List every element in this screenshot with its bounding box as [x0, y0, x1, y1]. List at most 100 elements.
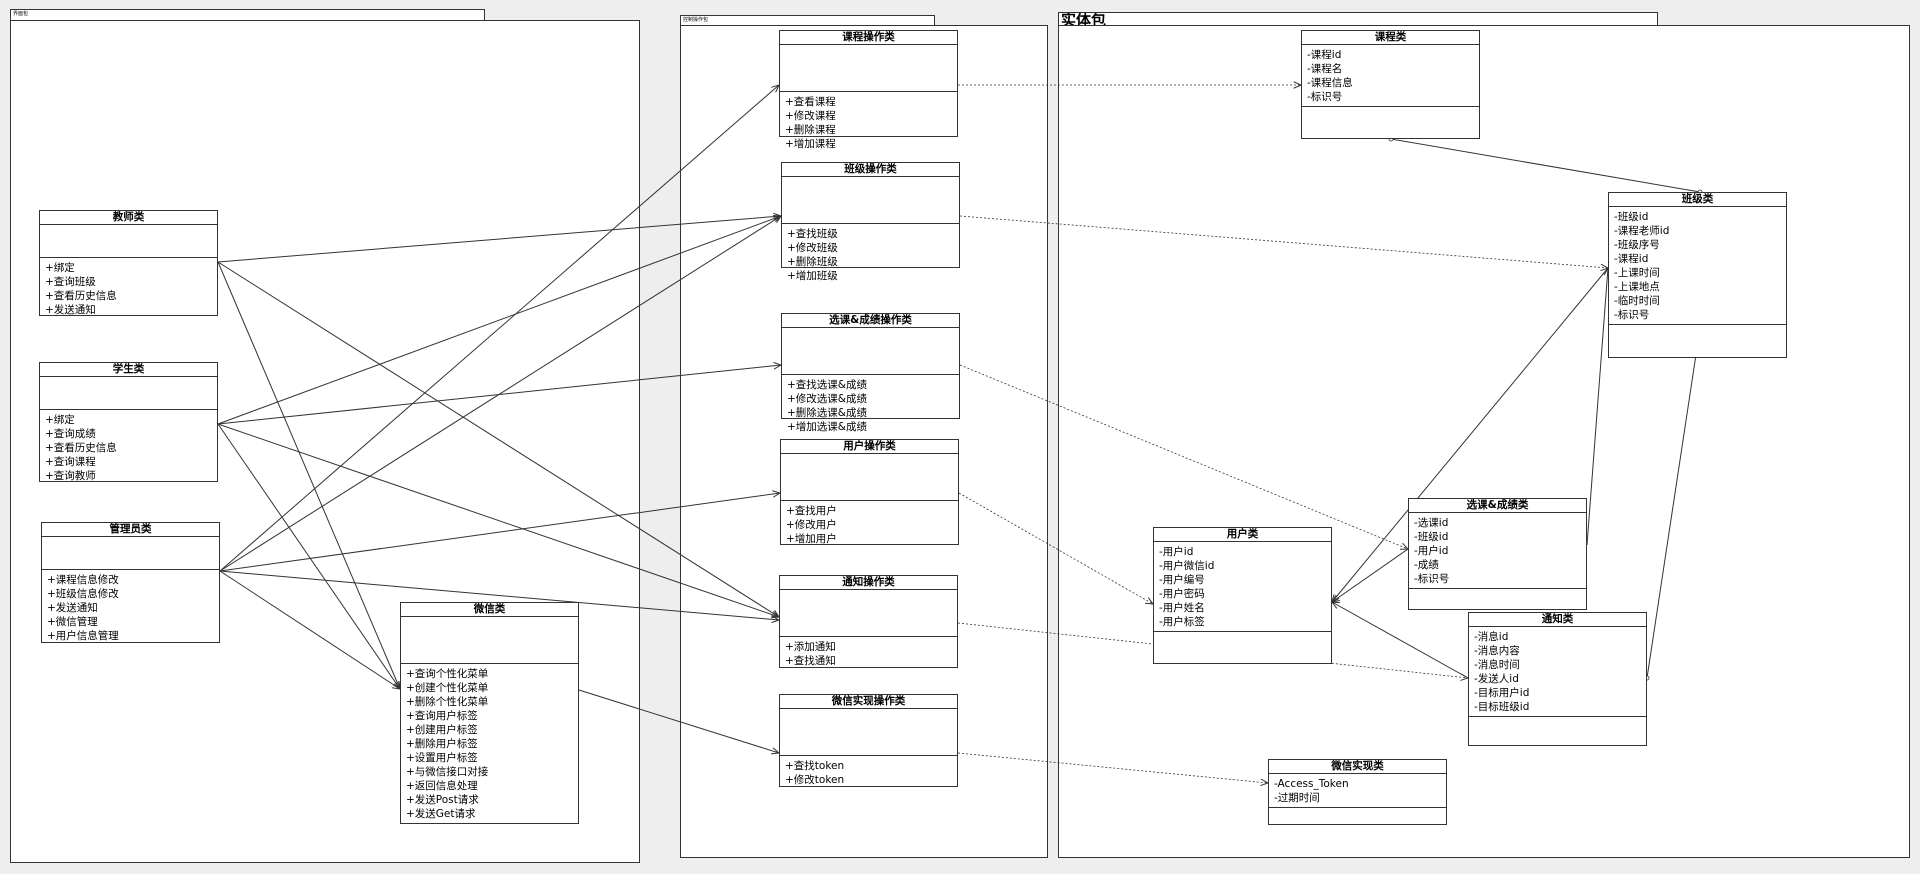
class-noticeop[interactable]: 通知操作类+添加通知+查找通知 — [779, 575, 958, 668]
class-title: 教师类 — [40, 211, 217, 225]
attribute-compartment: -选课id-班级id-用户id-成绩-标识号 — [1409, 513, 1586, 589]
attribute: -过期时间 — [1274, 792, 1320, 804]
attribute-compartment — [780, 590, 957, 637]
attribute: -班级id — [1414, 531, 1449, 543]
attribute: -用户编号 — [1159, 574, 1205, 586]
attribute-compartment — [40, 377, 217, 410]
operation: +查找选课&成绩 — [787, 379, 867, 391]
operation-compartment: +查找token+修改token — [780, 756, 957, 789]
operation: +发送通知 — [45, 304, 96, 316]
attribute: -课程老师id — [1614, 225, 1670, 237]
operation: +删除课程 — [785, 124, 836, 136]
class-title: 选课&成绩操作类 — [782, 314, 959, 328]
attribute: -上课时间 — [1614, 267, 1660, 279]
class-selection[interactable]: 选课&成绩类-选课id-班级id-用户id-成绩-标识号 — [1408, 498, 1587, 610]
attribute: -临时时间 — [1614, 295, 1660, 307]
operation-compartment: +查找班级+修改班级+删除班级+增加班级 — [782, 224, 959, 285]
operation: +发送通知 — [47, 602, 98, 614]
class-wximpl[interactable]: 微信实现类-Access_Token-过期时间 — [1268, 759, 1447, 825]
class-admin[interactable]: 管理员类+课程信息修改+班级信息修改+发送通知+微信管理+用户信息管理 — [41, 522, 220, 643]
operation-compartment: +课程信息修改+班级信息修改+发送通知+微信管理+用户信息管理 — [42, 570, 219, 645]
attribute-compartment: -Access_Token-过期时间 — [1269, 774, 1446, 808]
class-selop[interactable]: 选课&成绩操作类+查找选课&成绩+修改选课&成绩+删除选课&成绩+增加选课&成绩 — [781, 313, 960, 433]
class-title: 课程操作类 — [780, 31, 957, 45]
operation: +修改选课&成绩 — [787, 393, 867, 405]
operation: +用户信息管理 — [47, 630, 119, 642]
operation: +查看历史信息 — [45, 290, 117, 302]
operation: +添加通知 — [785, 641, 836, 653]
operation-compartment — [1409, 589, 1586, 609]
operation-compartment — [1469, 717, 1646, 737]
attribute: -课程名 — [1307, 63, 1343, 75]
attribute: -用户密码 — [1159, 588, 1205, 600]
class-title: 用户操作类 — [781, 440, 958, 454]
operation: +删除班级 — [787, 256, 838, 268]
operation: +查询课程 — [45, 456, 96, 468]
operation: +创建用户标签 — [406, 724, 478, 736]
attribute: -用户标签 — [1159, 616, 1205, 628]
operation: +查看历史信息 — [45, 442, 117, 454]
operation: +修改用户 — [786, 519, 837, 531]
attribute-compartment: -消息id-消息内容-消息时间-发送人id-目标用户id-目标班级id — [1469, 627, 1646, 717]
attribute: -课程id — [1307, 49, 1342, 61]
operation: +绑定 — [45, 414, 75, 426]
class-notice[interactable]: 通知类-消息id-消息内容-消息时间-发送人id-目标用户id-目标班级id — [1468, 612, 1647, 746]
package-ctl-tab: 控制操作包 — [680, 15, 935, 26]
operation: +查询用户标签 — [406, 710, 478, 722]
class-title: 学生类 — [40, 363, 217, 377]
class-clazz[interactable]: 班级类-班级id-课程老师id-班级序号-课程id-上课时间-上课地点-临时时间… — [1608, 192, 1787, 358]
operation: +发送Post请求 — [406, 794, 479, 806]
class-title: 通知操作类 — [780, 576, 957, 590]
attribute-compartment: -班级id-课程老师id-班级序号-课程id-上课时间-上课地点-临时时间-标识… — [1609, 207, 1786, 325]
operation: +绑定 — [45, 262, 75, 274]
operation-compartment — [1609, 325, 1786, 345]
class-title: 班级操作类 — [782, 163, 959, 177]
attribute-compartment — [40, 225, 217, 258]
operation-compartment: +查找选课&成绩+修改选课&成绩+删除选课&成绩+增加选课&成绩 — [782, 375, 959, 436]
operation: +查询成绩 — [45, 428, 96, 440]
class-teacher[interactable]: 教师类 +绑定 +查询班级 +查看历史信息 +发送通知 — [39, 210, 218, 316]
class-course[interactable]: 课程类-课程id-课程名-课程信息-标识号 — [1301, 30, 1480, 139]
operation: +查看课程 — [785, 96, 836, 108]
class-classop[interactable]: 班级操作类 +查找班级+修改班级+删除班级+增加班级 — [781, 162, 960, 282]
attribute-compartment: -用户id-用户微信id-用户编号-用户密码-用户姓名-用户标签 — [1154, 542, 1331, 632]
class-wxop[interactable]: 微信实现操作类+查找token+修改token — [779, 694, 958, 787]
operation: +创建个性化菜单 — [406, 682, 489, 694]
attribute: -目标班级id — [1474, 701, 1530, 713]
attribute: -消息时间 — [1474, 659, 1520, 671]
operation: +修改token — [785, 774, 845, 786]
class-title: 通知类 — [1469, 613, 1646, 627]
class-title: 课程类 — [1302, 31, 1479, 45]
attribute: -标识号 — [1614, 309, 1650, 321]
class-title: 班级类 — [1609, 193, 1786, 207]
attribute-compartment — [42, 537, 219, 570]
operation: +班级信息修改 — [47, 588, 119, 600]
operation: +查找用户 — [786, 505, 837, 517]
operation: +删除个性化菜单 — [406, 696, 489, 708]
attribute-compartment — [782, 328, 959, 375]
attribute: -消息id — [1474, 631, 1509, 643]
class-courseop[interactable]: 课程操作类+查看课程+修改课程+删除课程+增加课程 — [779, 30, 958, 150]
class-title: 用户类 — [1154, 528, 1331, 542]
class-title: 管理员类 — [42, 523, 219, 537]
operation-compartment — [1154, 632, 1331, 652]
attribute-compartment: -课程id-课程名-课程信息-标识号 — [1302, 45, 1479, 107]
class-userop[interactable]: 用户操作类+查找用户+修改用户+增加用户 — [780, 439, 959, 545]
operation: +课程信息修改 — [47, 574, 119, 586]
class-user[interactable]: 用户类-用户id-用户微信id-用户编号-用户密码-用户姓名-用户标签 — [1153, 527, 1332, 664]
class-student[interactable]: 学生类+绑定+查询成绩+查看历史信息+查询课程+查询教师 — [39, 362, 218, 482]
operation: +查询班级 — [45, 276, 96, 288]
class-wechat[interactable]: 微信类+查询个性化菜单+创建个性化菜单+删除个性化菜单+查询用户标签+创建用户标… — [400, 602, 579, 824]
class-title: 微信类 — [401, 603, 578, 617]
attribute-compartment — [780, 709, 957, 756]
attribute: -用户姓名 — [1159, 602, 1205, 614]
attribute: -标识号 — [1414, 573, 1450, 585]
attribute: -课程id — [1614, 253, 1649, 265]
operation: +设置用户标签 — [406, 752, 478, 764]
attribute-compartment — [401, 617, 578, 664]
attribute: -班级id — [1614, 211, 1649, 223]
attribute: -用户id — [1414, 545, 1449, 557]
attribute: -班级序号 — [1614, 239, 1660, 251]
operation-compartment: +绑定 +查询班级 +查看历史信息 +发送通知 — [40, 258, 217, 319]
operation-compartment: +查找用户+修改用户+增加用户 — [781, 501, 958, 548]
